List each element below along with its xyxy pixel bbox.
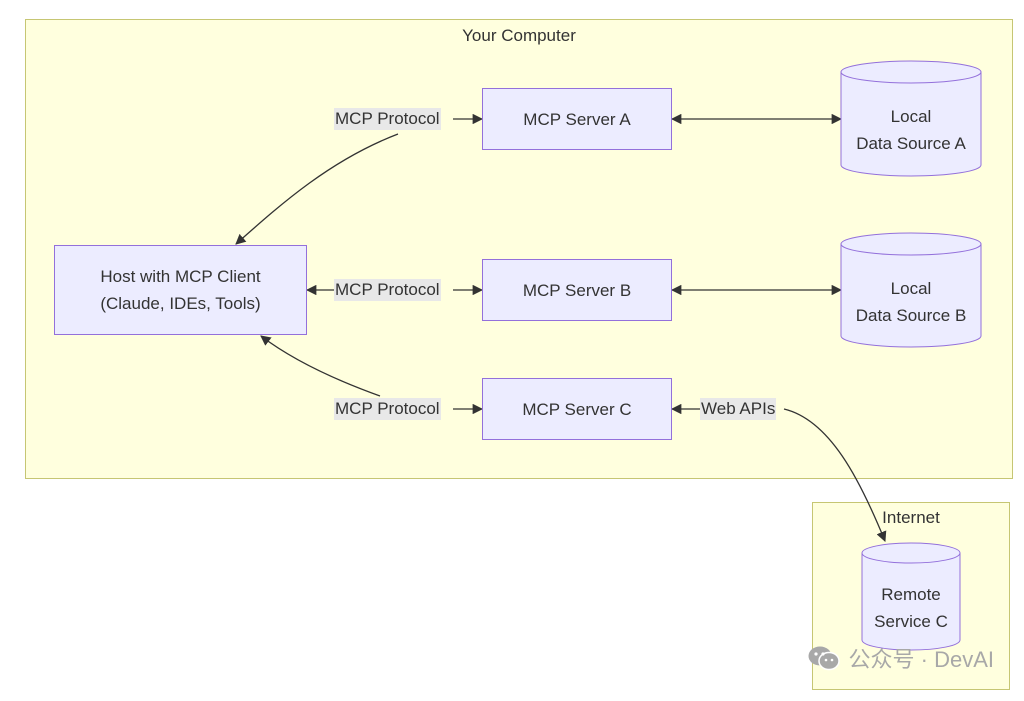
wechat-icon [808,646,840,671]
node-host-line1: Host with MCP Client [100,267,261,286]
cluster-title-your-computer: Your Computer [462,26,576,45]
data-source-b-line1: Local [890,279,932,298]
node-host-line2: (Claude, IDEs, Tools) [100,294,261,313]
edge-label-web-apis: Web APIs [700,398,777,420]
edge-label-mcp-protocol-a: MCP Protocol [334,108,441,130]
edge-label-mcp-protocol-c: MCP Protocol [334,398,441,420]
remote-service-c-line1: Remote [881,585,941,604]
data-source-b-text: Local Data Source B [841,275,981,329]
remote-service-c-line2: Service C [874,612,948,631]
node-host-mcp-client: Host with MCP Client (Claude, IDEs, Tool… [54,245,307,335]
watermark: 公众号 · DevAI [807,642,994,674]
edge-server-a-host [235,133,399,245]
node-mcp-server-a: MCP Server A [482,88,672,150]
data-source-a-text: Local Data Source A [841,103,981,157]
remote-service-c-text: Remote Service C [862,581,960,635]
node-server-c-label: MCP Server C [522,399,632,419]
node-mcp-server-b: MCP Server B [482,259,672,321]
cylinder-data-source-b [840,232,982,348]
data-source-a-line1: Local [890,107,932,126]
data-source-b-line2: Data Source B [855,306,967,325]
watermark-text: 公众号 · DevAI [848,647,994,672]
node-server-b-label: MCP Server B [522,280,632,300]
edge-label-mcp-protocol-b: MCP Protocol [334,279,441,301]
node-server-a-label: MCP Server A [523,109,631,129]
node-mcp-server-c: MCP Server C [482,378,672,440]
data-source-a-line2: Data Source A [856,134,966,153]
cluster-internet: Internet [812,502,1010,690]
cylinder-remote-service-c [861,542,961,651]
edge-server-c-host [260,335,381,397]
cluster-title-internet: Internet [882,508,940,527]
cylinder-data-source-a [840,60,982,177]
edge-web-remote-c [783,408,887,542]
